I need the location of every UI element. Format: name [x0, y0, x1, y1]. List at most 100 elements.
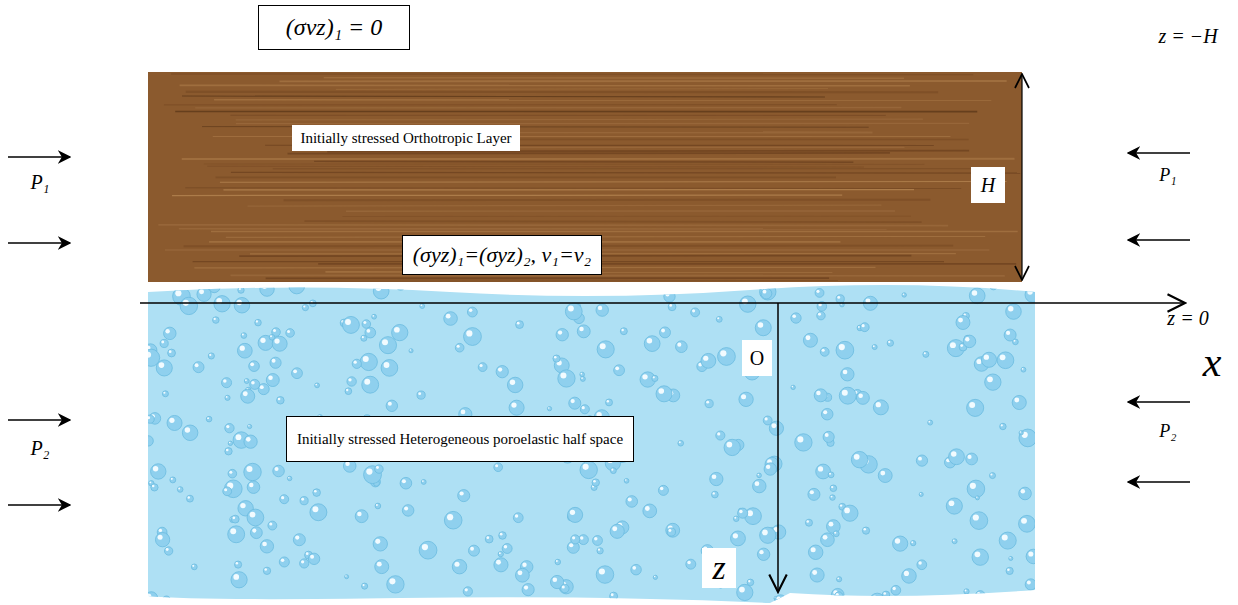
bubble	[547, 407, 551, 411]
bubble-shine	[273, 329, 276, 332]
bubble-shine	[163, 597, 166, 600]
bubble-shine	[385, 283, 387, 285]
bubble-shine	[145, 352, 151, 358]
bubble-body	[375, 560, 389, 574]
bubble-body	[213, 317, 220, 324]
bubble	[1012, 395, 1026, 409]
bubble-shine	[759, 550, 763, 554]
coordinate-label: z = 0	[1167, 307, 1208, 329]
bubble	[386, 400, 397, 411]
bubble-shine	[863, 528, 866, 531]
bubble-body	[156, 360, 172, 376]
bubble-shine	[466, 330, 472, 336]
bubble-shine	[287, 330, 290, 333]
bubble-shine	[384, 362, 390, 368]
bubble	[381, 360, 398, 377]
bubble-shine	[288, 477, 290, 479]
bubble-shine	[653, 376, 655, 378]
bubble-body	[580, 405, 589, 414]
bubble-shine	[973, 514, 979, 520]
bubble	[820, 347, 829, 356]
bubble	[287, 476, 291, 480]
bubble	[289, 278, 305, 294]
bubble-shine	[734, 517, 736, 519]
bubble-body	[614, 365, 625, 376]
bubble-body	[241, 333, 247, 339]
bubble-body	[545, 599, 551, 605]
bubble	[716, 316, 722, 322]
bubble	[273, 465, 285, 477]
bubble-shine	[226, 425, 229, 428]
bubble-shine	[975, 551, 981, 557]
bubble-body	[891, 585, 901, 595]
bubble-body	[678, 440, 684, 446]
bubble-shine	[499, 552, 501, 554]
bubble-shine	[969, 402, 975, 408]
wood-grain	[204, 163, 924, 165]
bubble-shine	[159, 529, 162, 532]
bubble	[834, 592, 843, 601]
bubble-body	[277, 397, 285, 405]
wood-grain	[186, 91, 938, 94]
bubble-shine	[713, 492, 715, 494]
bubble-body	[463, 587, 472, 596]
bubble	[223, 487, 232, 496]
bubble	[569, 397, 581, 409]
bubble-body	[238, 287, 244, 293]
bubble-body	[834, 592, 843, 601]
bubble	[652, 375, 658, 381]
bubble-body	[1019, 431, 1023, 435]
bubble	[571, 535, 580, 544]
bubble-body	[1019, 515, 1036, 532]
bubble-shine	[717, 317, 719, 319]
wood-grain	[185, 187, 961, 189]
bubble-shine	[581, 377, 583, 379]
bubble-shine	[658, 388, 664, 394]
bubble	[545, 599, 551, 605]
bubble	[279, 557, 289, 567]
bubble-body	[263, 567, 270, 574]
bubble-shine	[990, 473, 992, 475]
bubble	[739, 392, 753, 406]
z-axis	[777, 303, 779, 592]
bubble-body	[626, 496, 638, 508]
bubble-shine	[1009, 557, 1010, 558]
bubble	[244, 463, 261, 480]
bubble-shine	[765, 417, 768, 420]
bubble-shine	[495, 464, 498, 467]
bubble	[842, 505, 858, 521]
bubble-body	[870, 593, 885, 605]
bubble	[606, 399, 613, 406]
wood-grain	[180, 280, 838, 282]
bubble-body	[308, 553, 319, 564]
bubble-body	[656, 386, 672, 402]
bubble	[814, 389, 827, 402]
bubble-shine	[149, 481, 151, 483]
bubble-shine	[226, 449, 229, 452]
bubble-body	[753, 479, 766, 492]
bubble-body	[666, 523, 680, 537]
bubble-body	[737, 584, 753, 600]
bubble-shine	[733, 533, 738, 538]
bubble-body	[1026, 549, 1041, 564]
bubble-body	[893, 536, 908, 551]
bubble-shine	[345, 462, 349, 466]
load-label: P₁	[1159, 166, 1176, 186]
bubble-body	[738, 508, 748, 518]
bubble-shine	[185, 427, 190, 432]
bubble-shine	[1021, 518, 1027, 524]
bubble-shine	[504, 545, 507, 548]
bubble-shine	[611, 593, 614, 596]
bubble	[658, 485, 668, 495]
bubble-shine	[816, 391, 821, 396]
half-space-fill	[148, 285, 1035, 603]
bubble-shine	[240, 503, 245, 508]
bubble-body	[597, 284, 606, 293]
wood-grain	[343, 216, 911, 217]
bubble-shine	[628, 497, 632, 501]
wood-grain	[172, 194, 842, 196]
bubble-body	[667, 528, 675, 536]
bubble	[626, 496, 638, 508]
bubble-body	[760, 527, 776, 543]
bubble	[989, 473, 995, 479]
